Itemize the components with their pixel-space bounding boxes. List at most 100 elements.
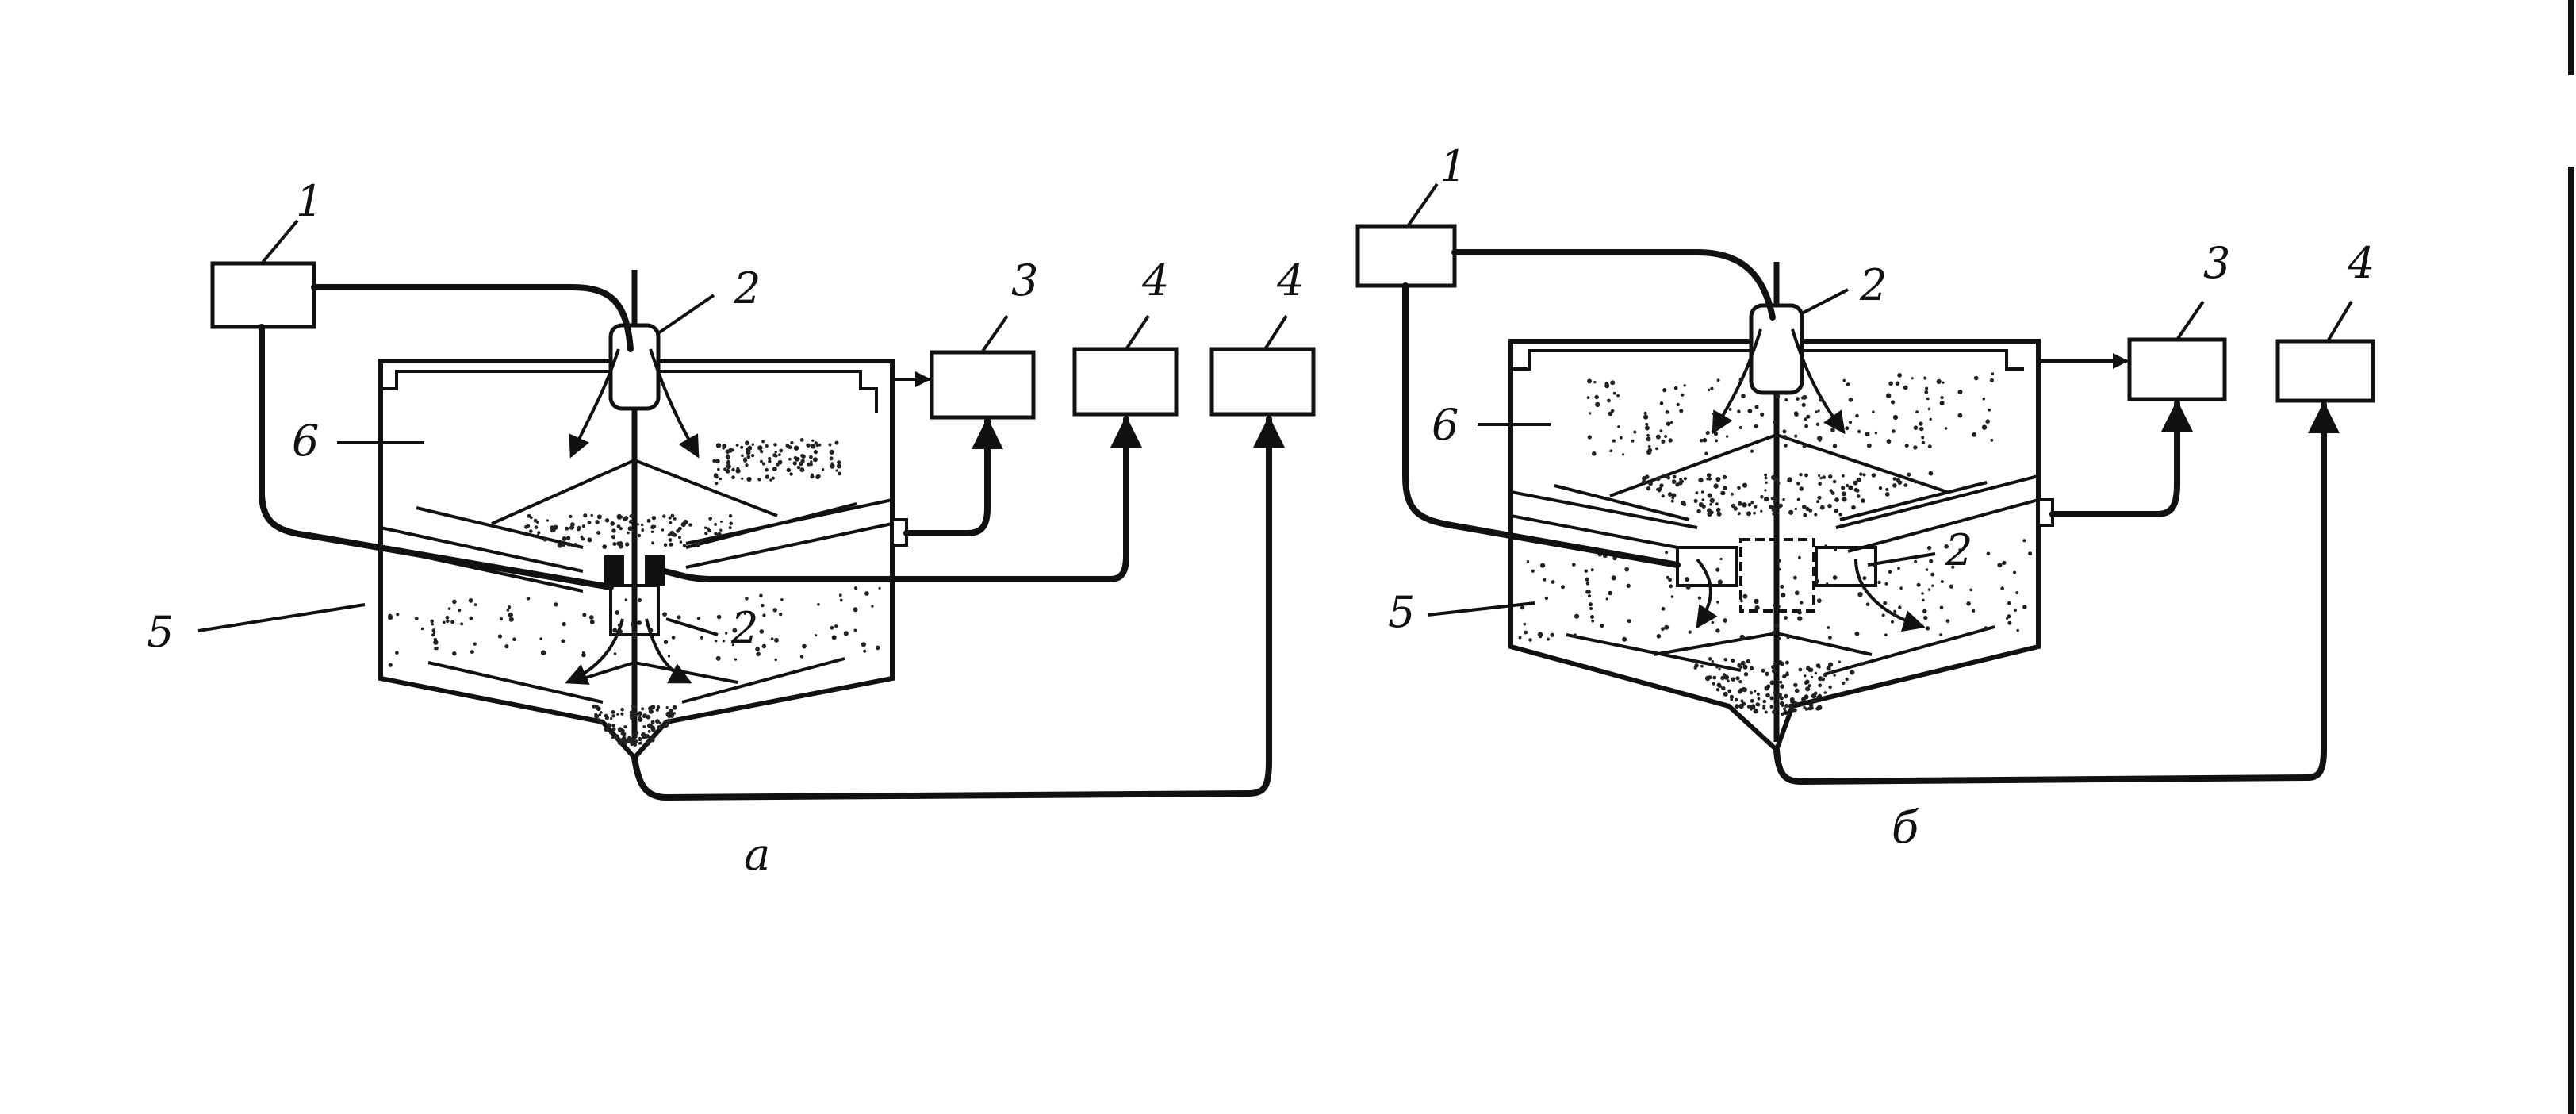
sand-dot <box>1794 590 1800 596</box>
sand-dot <box>1764 473 1768 477</box>
sand-dot <box>707 528 711 533</box>
sand-dot <box>1783 435 1788 440</box>
sand-dot <box>1664 435 1668 438</box>
sand-dot <box>831 635 837 640</box>
sand-dot <box>1853 488 1858 492</box>
sand-dot <box>1713 483 1719 489</box>
sand-dot <box>1888 381 1893 386</box>
label-a-1: 1 <box>296 176 323 226</box>
sand-dot <box>581 537 585 541</box>
sand-dot <box>1830 491 1835 495</box>
sand-dot <box>1922 440 1926 444</box>
sand-dot <box>1715 688 1720 692</box>
sand-dot <box>1914 559 1918 563</box>
sand-dot <box>557 543 562 548</box>
sand-dot <box>714 532 718 536</box>
sand-dot <box>1777 512 1780 515</box>
sand-dot <box>1769 696 1774 701</box>
sand-dot <box>1823 691 1827 694</box>
sand-dot <box>789 472 793 476</box>
leader-a-2-top <box>657 294 715 335</box>
sand-dot <box>1681 393 1685 397</box>
sand-dot <box>1769 705 1773 709</box>
sand-dot <box>583 513 588 518</box>
sand-dot <box>759 593 763 597</box>
sand-dot <box>673 712 676 715</box>
sand-dot <box>1713 426 1718 431</box>
sand-dot <box>443 620 446 624</box>
sand-dot <box>1608 590 1612 596</box>
sand-dot <box>617 623 622 628</box>
sand-dot <box>656 705 661 709</box>
sand-dot <box>811 439 815 442</box>
sand-dot <box>1616 394 1620 398</box>
unit-b-3-box <box>2127 337 2227 401</box>
sand-dot <box>1966 601 1971 606</box>
label-b-5: 5 <box>1388 587 1415 637</box>
sand-dot <box>1777 504 1782 509</box>
sand-dot <box>1672 474 1677 479</box>
sand-dot <box>1923 376 1927 380</box>
sand-dot <box>627 526 633 532</box>
sand-dot <box>458 609 462 613</box>
sand-dot <box>1694 663 1699 668</box>
sand-dot <box>715 475 719 479</box>
sand-dot <box>1706 473 1712 478</box>
sand-dot <box>1754 598 1759 605</box>
sand-dot <box>616 524 621 529</box>
sand-dot <box>610 521 615 526</box>
sand-dot <box>497 634 503 639</box>
sand-dot <box>616 541 621 546</box>
sand-dot <box>1903 483 1908 487</box>
sand-dot <box>1571 563 1576 567</box>
sand-dot <box>1859 662 1863 666</box>
sand-dot <box>1942 381 1945 384</box>
sand-dot <box>1735 676 1740 681</box>
sand-dot <box>595 520 600 524</box>
sand-dot <box>729 521 733 526</box>
sand-dot <box>2015 591 2019 595</box>
sand-dot <box>1827 503 1832 509</box>
sand-dot <box>1742 482 1748 488</box>
sand-dot <box>1958 548 1962 552</box>
sand-dot <box>726 463 731 470</box>
sand-dot <box>1727 679 1730 683</box>
sand-dot <box>1712 682 1715 686</box>
sand-dot <box>1855 413 1859 418</box>
sand-dot <box>1737 512 1741 516</box>
sand-dot <box>1746 511 1751 517</box>
sand-dot <box>1816 500 1820 504</box>
sand-dot <box>537 531 541 535</box>
sand-dot <box>1795 701 1799 706</box>
sand-dot <box>695 542 700 547</box>
sand-dot <box>1722 474 1727 480</box>
sand-dot <box>1973 375 1979 381</box>
sand-dot <box>1781 704 1784 708</box>
sand-dot <box>613 652 617 655</box>
sand-dot <box>553 524 558 530</box>
sand-dot <box>1817 495 1822 500</box>
unit-a-4b-box <box>1209 347 1316 417</box>
sand-dot <box>1682 502 1687 507</box>
sand-dot <box>1850 670 1855 675</box>
sand-dot <box>1626 583 1631 588</box>
sand-dot <box>807 462 811 467</box>
sand-dot <box>624 598 628 601</box>
sand-dot <box>1804 417 1807 421</box>
sand-dot <box>1797 610 1802 615</box>
label-a-2-mid: 2 <box>730 603 758 653</box>
sand-dot <box>1731 677 1736 682</box>
sand-dot <box>562 544 565 547</box>
sand-dot <box>1818 474 1821 478</box>
unit-b-4-box <box>2275 339 2375 403</box>
sand-dot <box>1827 626 1830 629</box>
unit-a-1-box <box>210 261 316 329</box>
sand-dot <box>806 443 811 448</box>
sand-dot <box>1624 567 1630 572</box>
sand-dot <box>1848 398 1853 402</box>
sand-dot <box>1668 438 1673 443</box>
distributor-a-top <box>608 323 661 411</box>
sand-dot <box>1807 684 1811 688</box>
sand-dot <box>1773 662 1777 666</box>
sand-dot <box>611 724 615 728</box>
